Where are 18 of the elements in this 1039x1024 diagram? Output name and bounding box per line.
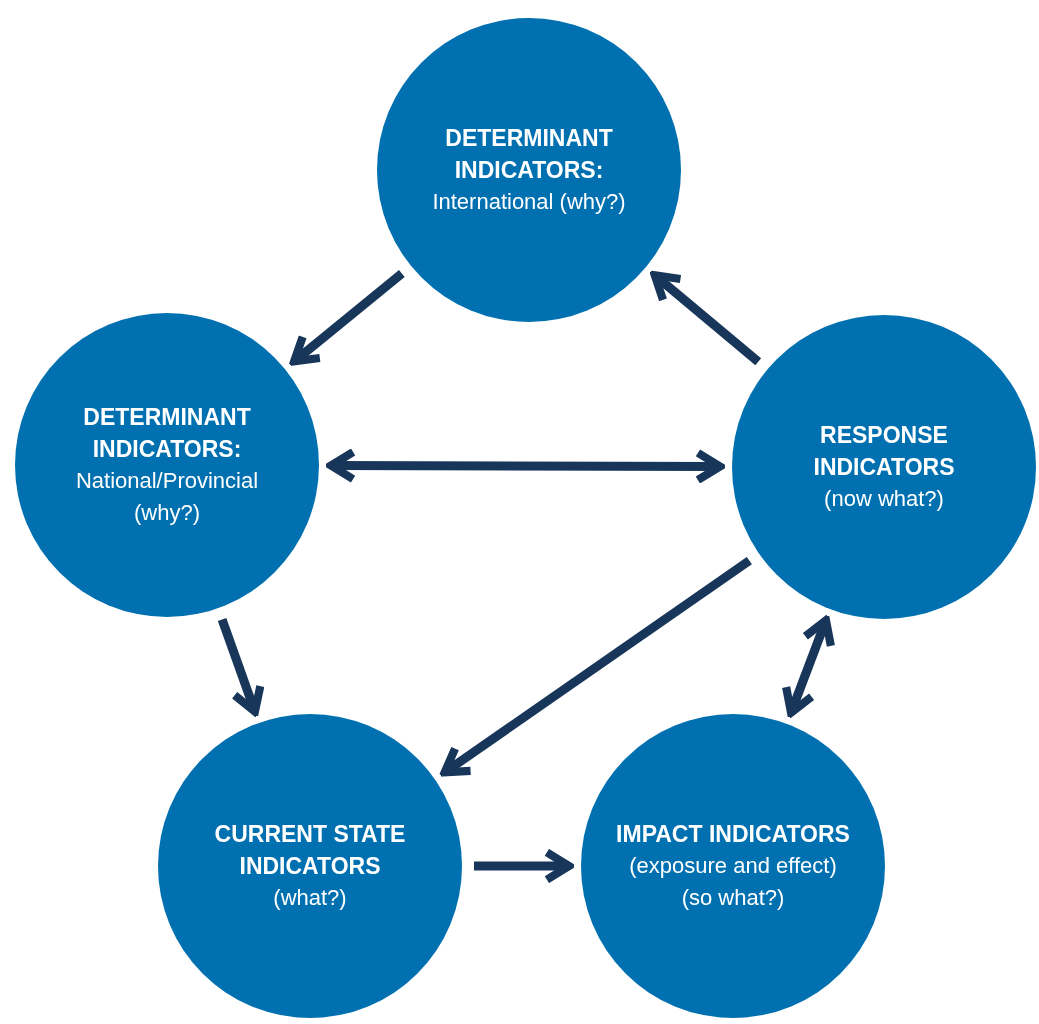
arrow [217, 617, 265, 716]
indicator-question: (what?) [272, 884, 348, 912]
arrow [782, 616, 835, 717]
indicator-question: (now what?) [823, 485, 945, 513]
arrow [290, 270, 405, 366]
indicator-question: (exposure and effect) [628, 852, 838, 880]
indicator-title: IMPACT INDICATORS [615, 820, 851, 849]
indicator-question: (so what?) [680, 884, 786, 912]
indicator-question: National/Provincial (why?) [74, 467, 260, 527]
indicator-title: DETERMINANT INDICATORS: [444, 124, 614, 185]
arrow [650, 271, 762, 366]
indicator-title: CURRENT STATE INDICATORS [213, 820, 407, 881]
indicator-question: International (why?) [431, 188, 627, 216]
indicator-title: RESPONSE INDICATORS [812, 421, 956, 482]
arrow [326, 447, 725, 485]
arrow [474, 848, 574, 884]
indicator-title: DETERMINANT INDICATORS: [82, 403, 252, 464]
arrow [440, 556, 752, 777]
